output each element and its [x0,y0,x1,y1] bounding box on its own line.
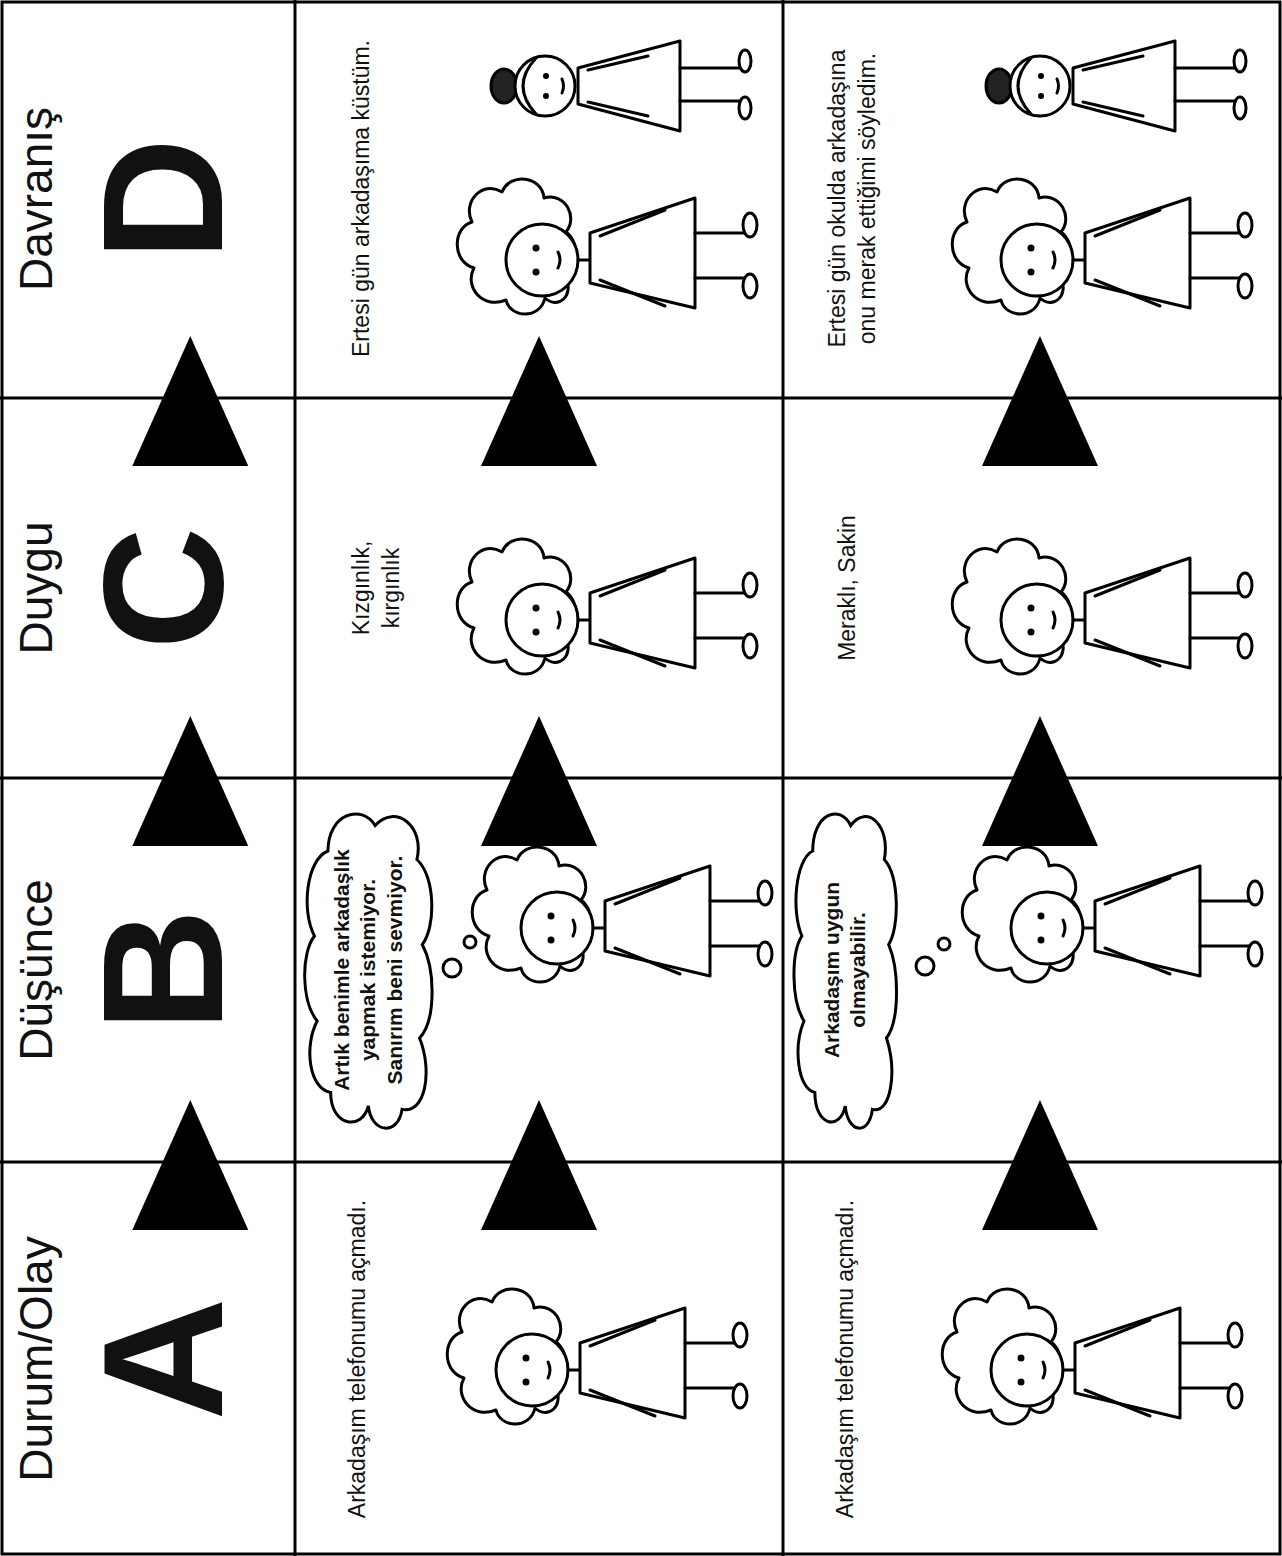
cell-text: Ertesi gün okulda arkadaşına onu merak e… [823,36,883,361]
column-letter: C [78,398,248,778]
table-cell: Arkadaşım telefonumu açmadı. [295,1162,783,1556]
thought-dot [916,957,934,975]
arrow-head [481,1100,597,1230]
table-cell: Meraklı, Sakin [783,398,1282,778]
thought-cloud: Artık benimle arkadaşlık yapmak istemiyo… [301,800,436,1140]
arrow-head [481,336,597,466]
table-cell: Arkadaşım telefonumu açmadı. [783,1162,1282,1556]
child-figure [962,847,1262,982]
flow-arrow [481,1100,597,1230]
column-letter: B [78,778,248,1162]
child-figure [447,1289,747,1424]
flow-arrow [481,716,597,846]
child-figure [457,179,757,314]
column-title: Durum/Olay [10,1162,63,1556]
friend-figure [986,41,1246,131]
child-figure [952,539,1252,674]
cell-text: Arkadaşım telefonumu açmadı. [831,1169,861,1549]
child-figure [942,1289,1242,1424]
table-cell: Ertesi gün arkadaşıma küstüm. [295,0,783,398]
thought-dot [464,936,476,948]
arrow-head [132,1100,248,1230]
header-cell: Durum/Olay A [0,1162,295,1556]
cloud-shape [794,814,897,1128]
header-cell: Düşünce B [0,778,295,1162]
flow-arrow [132,716,248,846]
thought-dot [938,938,950,950]
table-cell: Kızgınlık, kırgınlık [295,398,783,778]
column-letter: A [78,1162,248,1556]
thought-dot [443,959,461,977]
flow-arrow [982,336,1098,466]
column-letter: D [78,0,248,398]
arrow-head [982,1100,1098,1230]
arrow-head [132,716,248,846]
cell-text: Ertesi gün arkadaşıma küstüm. [347,6,377,391]
thought-text: Artık benimle arkadaşlık yapmak istemiyo… [301,800,436,1140]
table-cell: Ertesi gün okulda arkadaşına onu merak e… [783,0,1282,398]
thought-text: Arkadaşım uygun olmayabilir. [791,800,900,1140]
cloud-outline [791,800,900,1140]
friend-figure [491,41,751,131]
column-title: Duygu [10,398,63,778]
flow-arrow [132,1100,248,1230]
header-cell: Duygu C [0,398,295,778]
child-figure [472,847,772,982]
header-cell: Davranış D [0,0,295,398]
column-title: Davranış [10,0,63,398]
child-figure [457,539,757,674]
cell-text: Arkadaşım telefonumu açmadı. [343,1169,373,1549]
thought-cloud: Arkadaşım uygun olmayabilir. [791,800,900,1140]
cell-text: Meraklı, Sakin [833,438,863,738]
child-figure [952,179,1252,314]
cell-text: Kızgınlık, kırgınlık [347,513,407,663]
flow-arrow [481,336,597,466]
flow-arrow [982,716,1098,846]
arrow-head [982,336,1098,466]
column-title: Düşünce [10,778,63,1162]
arrow-head [132,336,248,466]
arrow-head [481,716,597,846]
arrow-head [982,716,1098,846]
flow-arrow [132,336,248,466]
table-cell: Artık benimle arkadaşlık yapmak istemiyo… [295,778,783,1162]
flow-arrow [982,1100,1098,1230]
table-cell: Arkadaşım uygun olmayabilir. [783,778,1282,1162]
